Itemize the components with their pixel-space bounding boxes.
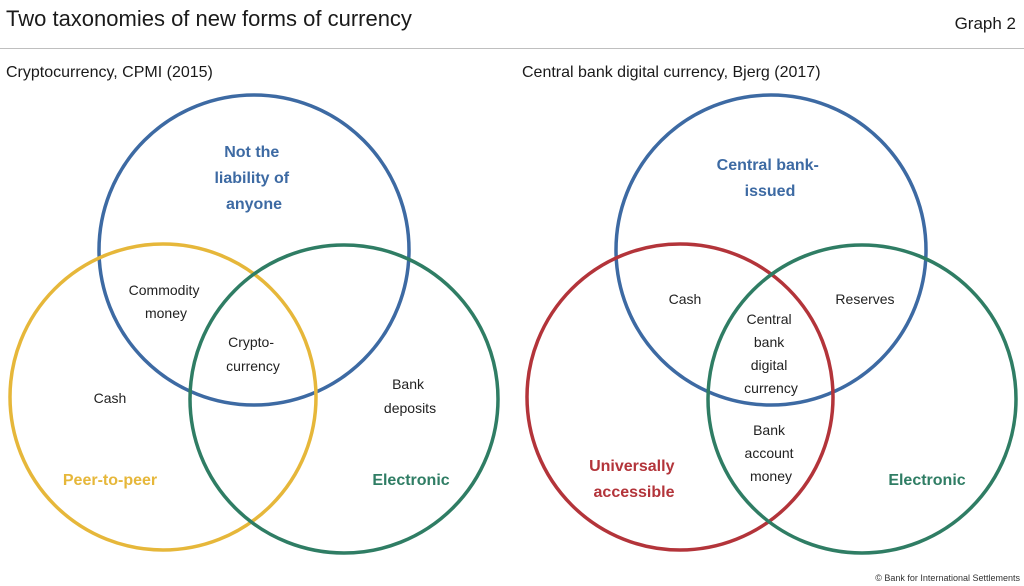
right-set-label-electronic: Electronic xyxy=(888,472,965,489)
left-venn: Not the liability of anyone Peer-to-peer… xyxy=(8,93,500,555)
left-set-label-electronic: Electronic xyxy=(372,472,449,489)
graph-number: Graph 2 xyxy=(954,14,1016,33)
right-region-cbdc: Central bank digital currency xyxy=(744,311,798,396)
left-circle-not-liability xyxy=(97,93,411,407)
left-set-label-peer-to-peer: Peer-to-peer xyxy=(63,472,157,489)
right-region-reserves: Reserves xyxy=(835,291,894,307)
right-panel-title: Central bank digital currency, Bjerg (20… xyxy=(522,64,821,81)
left-set-label-top: Not the liability of anyone xyxy=(214,144,293,213)
right-set-label-universally-accessible: Universally accessible xyxy=(589,458,679,501)
right-circle-central-bank-issued xyxy=(614,93,928,407)
left-circle-peer-to-peer xyxy=(8,242,318,552)
left-region-cash: Cash xyxy=(94,390,127,406)
right-region-cash: Cash xyxy=(669,291,702,307)
left-region-cryptocurrency: Crypto- currency xyxy=(226,334,280,374)
right-circle-electronic xyxy=(706,243,1018,555)
right-venn: Central bank- issued Universally accessi… xyxy=(525,93,1018,555)
title-divider xyxy=(0,48,1024,49)
left-circle-electronic xyxy=(188,243,500,555)
right-set-label-top: Central bank- issued xyxy=(717,157,824,200)
left-region-commodity-money: Commodity money xyxy=(129,282,204,321)
page-title: Two taxonomies of new forms of currency xyxy=(6,6,412,31)
left-panel-title: Cryptocurrency, CPMI (2015) xyxy=(6,64,213,81)
left-region-bank-deposits: Bank deposits xyxy=(384,376,436,416)
right-region-bank-account-money: Bank account money xyxy=(745,422,798,484)
right-circle-universally-accessible xyxy=(525,242,835,552)
copyright-footer: © Bank for International Settlements xyxy=(875,573,1020,583)
